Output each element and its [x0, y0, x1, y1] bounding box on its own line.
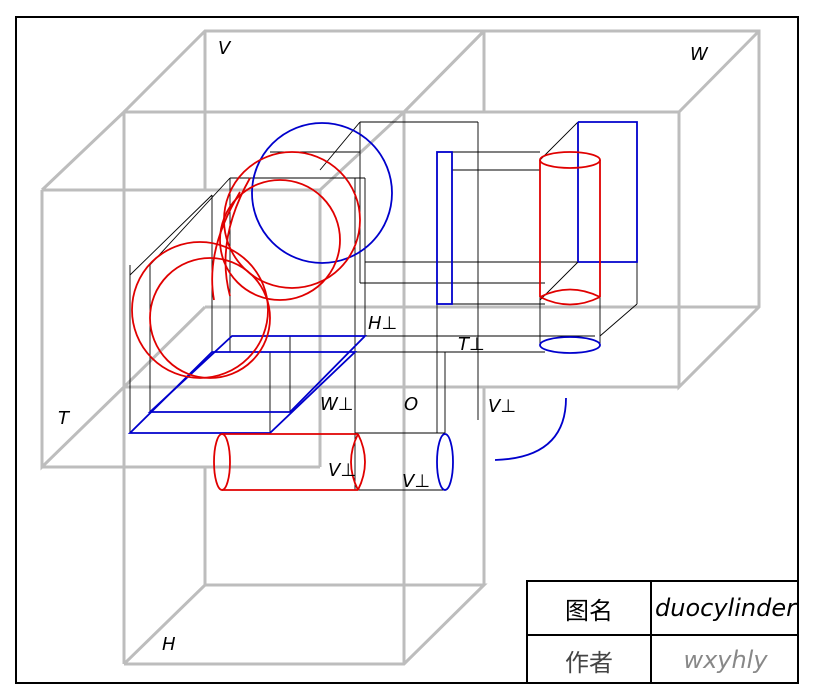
blue-elements	[127, 121, 638, 491]
label-h-perp: H⊥	[368, 313, 397, 334]
red-circle-4	[149, 257, 271, 379]
blue-circle	[251, 122, 393, 264]
label-origin: O	[404, 394, 418, 415]
blue-parallelogram	[127, 351, 358, 434]
labels: V W T H O H⊥ T⊥ W⊥ V⊥ V⊥ V⊥	[58, 38, 709, 655]
label-v-perp-mid: V⊥	[328, 460, 356, 481]
red-cylinder-left	[213, 433, 231, 491]
red-elements	[131, 151, 601, 491]
label-t-perp: T⊥	[458, 334, 485, 355]
blue-ellipse-bottom	[539, 336, 601, 354]
title-block: 图名 duocylinder 作者 wxyhly	[526, 580, 799, 684]
red-cylinder-right	[357, 433, 366, 491]
red-circle-1	[223, 151, 361, 289]
label-t: T	[58, 408, 71, 429]
author-value: wxyhly	[683, 646, 768, 674]
blue-right-box	[578, 121, 638, 263]
plane-h	[122, 583, 488, 666]
red-circle-2	[219, 179, 341, 301]
title-key: 图名	[528, 582, 652, 634]
plane-center-diag	[122, 305, 207, 389]
label-w: W	[690, 44, 709, 65]
label-v-perp-right: V⊥	[488, 396, 516, 417]
plane-w-diag	[677, 29, 761, 114]
label-v-perp-bottom: V⊥	[402, 471, 430, 492]
blue-ellipse-end	[436, 433, 454, 491]
title-row: 图名 duocylinder	[528, 582, 799, 634]
author-key: 作者	[528, 636, 652, 684]
author-row: 作者 wxyhly	[528, 634, 799, 684]
plane-t	[40, 108, 126, 471]
red-cylinder-bottom	[539, 296, 601, 306]
red-cylinder-top	[539, 151, 601, 169]
blue-arc	[494, 397, 567, 461]
label-w-perp: W⊥	[320, 394, 353, 415]
plane-t-diag	[318, 110, 406, 192]
projection-planes	[40, 29, 761, 666]
label-h: H	[162, 634, 176, 655]
title-value: duocylinder	[655, 594, 796, 622]
blue-thin-rect	[436, 151, 453, 305]
label-v: V	[218, 38, 232, 59]
plane-v-top	[122, 29, 488, 114]
